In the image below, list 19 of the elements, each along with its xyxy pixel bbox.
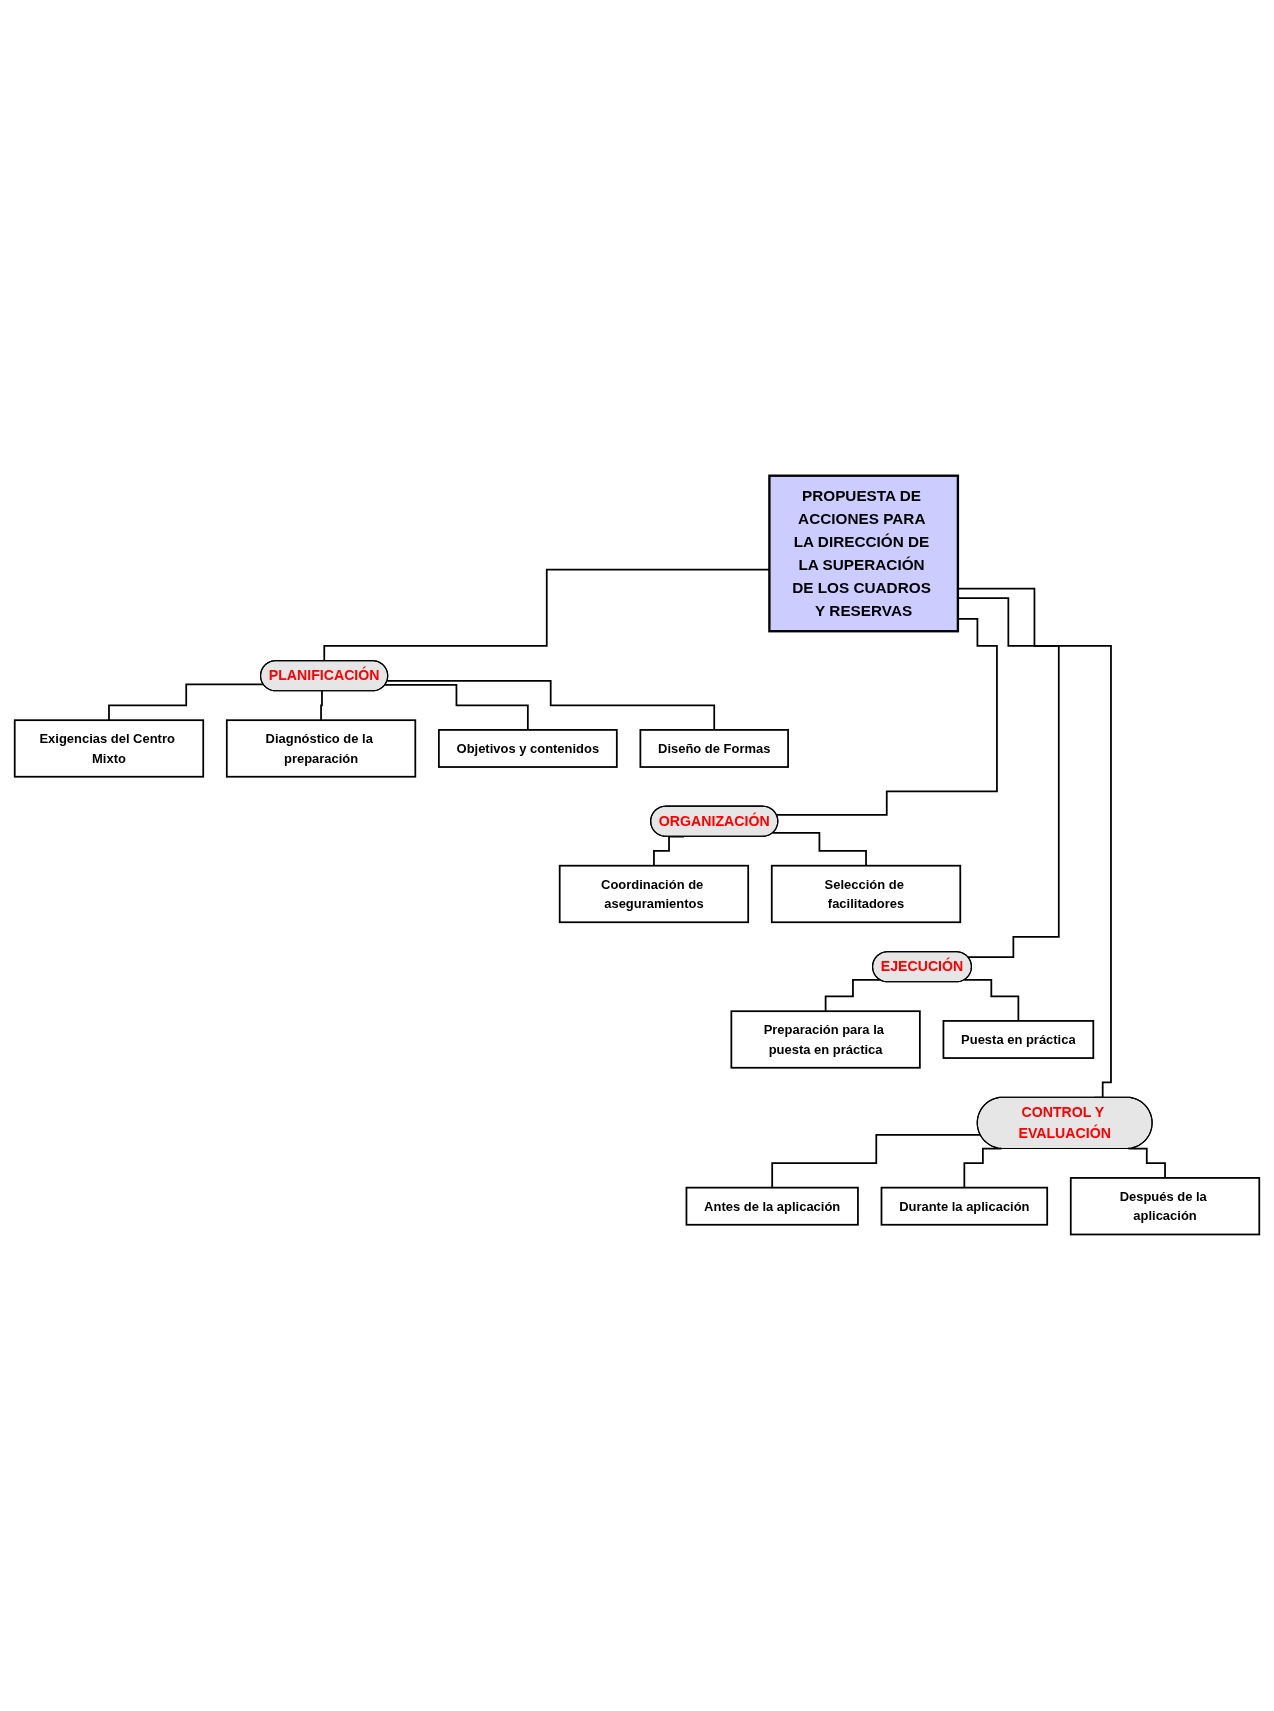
node-box: Diseño de Formas xyxy=(639,729,789,769)
node-box: Diagnóstico de la preparación xyxy=(225,719,417,779)
node-box: Coordinación de aseguramientos xyxy=(558,865,750,924)
node-box: Antes de la aplicación xyxy=(685,1187,859,1227)
connector xyxy=(963,979,1020,1023)
connector xyxy=(957,597,1060,959)
node-box: PROPUESTA DE ACCIONES PARA LA DIRECCIÓN DE LA SUPERACIÓN DE LOS CUADROS Y RESERVAS xyxy=(768,474,960,633)
node-box: Después de la aplicación xyxy=(1069,1177,1261,1236)
node-box: Durante la aplicación xyxy=(880,1187,1049,1227)
connector xyxy=(108,683,265,722)
node-box: Selección de facilitadores xyxy=(770,865,962,924)
connector xyxy=(320,690,324,722)
node-box: Preparación para la puesta en práctica xyxy=(730,1010,921,1070)
connector xyxy=(775,618,998,817)
node-box: Exigencias del Centro Mixto xyxy=(13,719,205,779)
connector xyxy=(957,588,1112,1099)
node-box: Objetivos y contenidos xyxy=(438,729,618,769)
node-box: Puesta en práctica xyxy=(942,1020,1095,1060)
connector xyxy=(386,680,716,732)
